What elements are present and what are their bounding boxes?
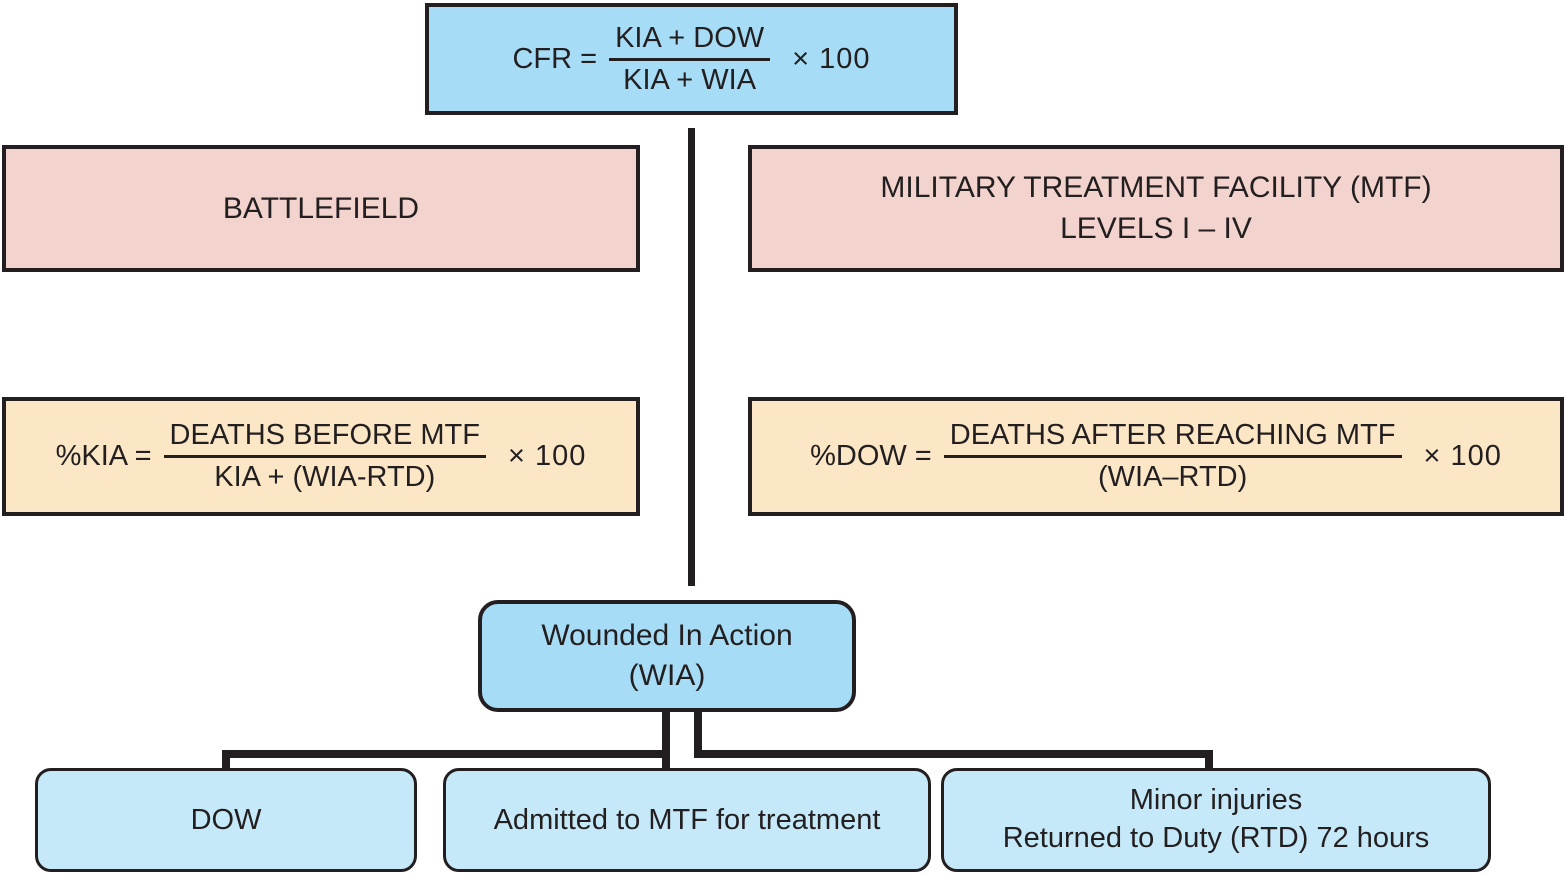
cfr-formula-multiplier: × 100 xyxy=(792,42,871,75)
dow-fraction: DEATHS AFTER REACHING MTF (WIA–RTD) xyxy=(943,419,1402,494)
outcome-rtd-label-line1: Minor injuries xyxy=(1129,784,1303,817)
kia-fraction-denominator: KIA + (WIA-RTD) xyxy=(214,461,436,493)
kia-fraction: DEATHS BEFORE MTF KIA + (WIA-RTD) xyxy=(163,419,486,494)
wia-label-line2: (WIA) xyxy=(628,659,706,692)
dow-formula-box: %DOW = DEATHS AFTER REACHING MTF (WIA–RT… xyxy=(748,397,1564,516)
connector-horizontal-bar-left xyxy=(222,750,670,758)
cfr-fraction-denominator: KIA + WIA xyxy=(623,63,757,96)
dow-formula: %DOW = DEATHS AFTER REACHING MTF (WIA–RT… xyxy=(810,419,1502,494)
connector-drop-rtd xyxy=(1205,750,1213,772)
cfr-formula-box: CFR = KIA + DOW KIA + WIA × 100 xyxy=(425,3,958,115)
connector-drop-dow xyxy=(222,750,230,772)
dow-formula-lhs: %DOW = xyxy=(810,440,932,472)
dow-fraction-denominator: (WIA–RTD) xyxy=(1097,461,1248,493)
mtf-label: MILITARY TREATMENT FACILITY (MTF) LEVELS… xyxy=(880,168,1431,249)
dow-fraction-numerator: DEATHS AFTER REACHING MTF xyxy=(943,419,1402,458)
wia-label: Wounded In Action (WIA) xyxy=(541,616,792,697)
mtf-header-box: MILITARY TREATMENT FACILITY (MTF) LEVELS… xyxy=(748,145,1564,272)
outcome-rtd-box: Minor injuries Returned to Duty (RTD) 72… xyxy=(941,768,1491,872)
cfr-formula: CFR = KIA + DOW KIA + WIA × 100 xyxy=(512,22,870,97)
outcome-rtd-label: Minor injuries Returned to Duty (RTD) 72… xyxy=(1003,782,1430,857)
kia-formula-box: %KIA = DEATHS BEFORE MTF KIA + (WIA-RTD)… xyxy=(2,397,640,516)
outcome-admitted-label: Admitted to MTF for treatment xyxy=(493,803,881,836)
wia-label-line1: Wounded In Action xyxy=(541,618,793,652)
outcome-admitted-box: Admitted to MTF for treatment xyxy=(443,768,931,872)
kia-fraction-numerator: DEATHS BEFORE MTF xyxy=(163,419,486,458)
cfr-formula-lhs: CFR = xyxy=(512,42,598,75)
connector-cfr-to-wia xyxy=(688,128,695,586)
kia-formula-lhs: %KIA = xyxy=(55,440,152,472)
battlefield-label: BATTLEFIELD xyxy=(222,191,420,225)
mtf-label-line2: LEVELS I – IV xyxy=(1060,211,1252,245)
connector-horizontal-bar-right xyxy=(694,750,1213,758)
mtf-label-line1: MILITARY TREATMENT FACILITY (MTF) xyxy=(880,171,1432,204)
outcome-dow-box: DOW xyxy=(35,768,417,872)
cfr-fraction-numerator: KIA + DOW xyxy=(609,22,771,61)
outcome-rtd-label-line2: Returned to Duty (RTD) 72 hours xyxy=(1002,822,1430,854)
connector-wia-stem-left xyxy=(662,710,670,772)
outcome-dow-label: DOW xyxy=(190,803,262,836)
cfr-fraction: KIA + DOW KIA + WIA xyxy=(609,22,771,97)
connector-wia-stem-right xyxy=(694,710,702,758)
battlefield-header-box: BATTLEFIELD xyxy=(2,145,640,272)
kia-formula-multiplier: × 100 xyxy=(507,440,587,472)
kia-formula: %KIA = DEATHS BEFORE MTF KIA + (WIA-RTD)… xyxy=(56,419,587,494)
dow-formula-multiplier: × 100 xyxy=(1423,440,1502,472)
wia-box: Wounded In Action (WIA) xyxy=(478,600,856,712)
